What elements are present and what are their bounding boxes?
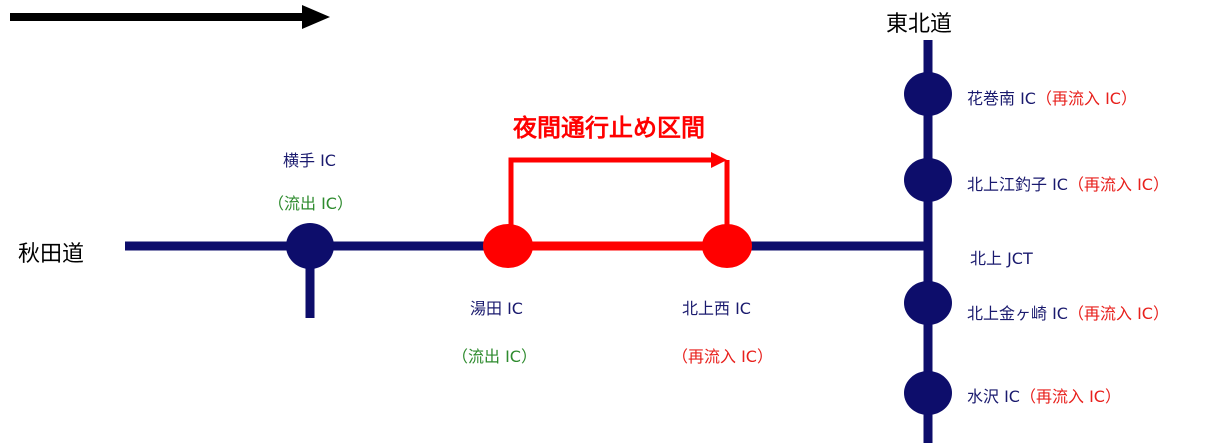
kitakami-nishi-ic-node xyxy=(702,224,752,268)
yuda-ic-note: （流出 IC） xyxy=(452,347,537,366)
kitakami-kanegasaki-ic-note: （再流入 IC） xyxy=(1067,304,1169,323)
kitakami-kanegasaki-ic-entry: 北上金ヶ崎 IC（再流入 IC） xyxy=(967,300,1169,324)
kitakami-kanegasaki-ic-label: 北上金ヶ崎 IC xyxy=(967,304,1068,323)
yokote-ic-note: （流出 IC） xyxy=(268,194,353,213)
kitakami-esashi-ic-label: 北上江釣子 IC xyxy=(967,175,1068,194)
akita-road-label: 秋田道 xyxy=(18,242,85,267)
kitakami-nishi-ic-label: 北上西 IC xyxy=(682,299,751,318)
mizusawa-ic-label: 水沢 IC xyxy=(967,387,1020,406)
hanamaki-minami-ic-node xyxy=(904,72,952,116)
kitakami-nishi-ic-note: （再流入 IC） xyxy=(672,347,773,366)
mizusawa-ic-note: （再流入 IC） xyxy=(1019,387,1121,406)
kitakami-esashi-ic-note: （再流入 IC） xyxy=(1067,175,1169,194)
hanamaki-minami-ic-note: （再流入 IC） xyxy=(1035,89,1137,108)
closure-title: 夜間通行止め区間 xyxy=(513,114,705,142)
mizusawa-ic-node xyxy=(904,371,952,415)
yuda-ic-node xyxy=(483,224,533,268)
yuda-ic-label: 湯田 IC xyxy=(470,299,523,318)
kitakami-esashi-ic-entry: 北上江釣子 IC（再流入 IC） xyxy=(967,171,1169,195)
hanamaki-minami-ic-label: 花巻南 IC xyxy=(967,89,1036,108)
yokote-ic-label: 横手 IC xyxy=(283,151,336,170)
yokote-ic-node xyxy=(286,223,334,269)
kitakami-kanegasaki-ic-node xyxy=(904,281,952,325)
hanamaki-minami-ic-entry: 花巻南 IC（再流入 IC） xyxy=(967,85,1137,109)
closure-bracket xyxy=(508,157,712,228)
kitakami-jct-label: 北上 JCT xyxy=(970,249,1033,268)
closure-arrow-icon xyxy=(711,152,727,168)
right-arrow-icon xyxy=(10,5,330,29)
mizusawa-ic-entry: 水沢 IC（再流入 IC） xyxy=(967,383,1121,407)
kitakami-esashi-ic-node xyxy=(904,158,952,202)
tohoku-road-label: 東北道 xyxy=(886,12,953,37)
